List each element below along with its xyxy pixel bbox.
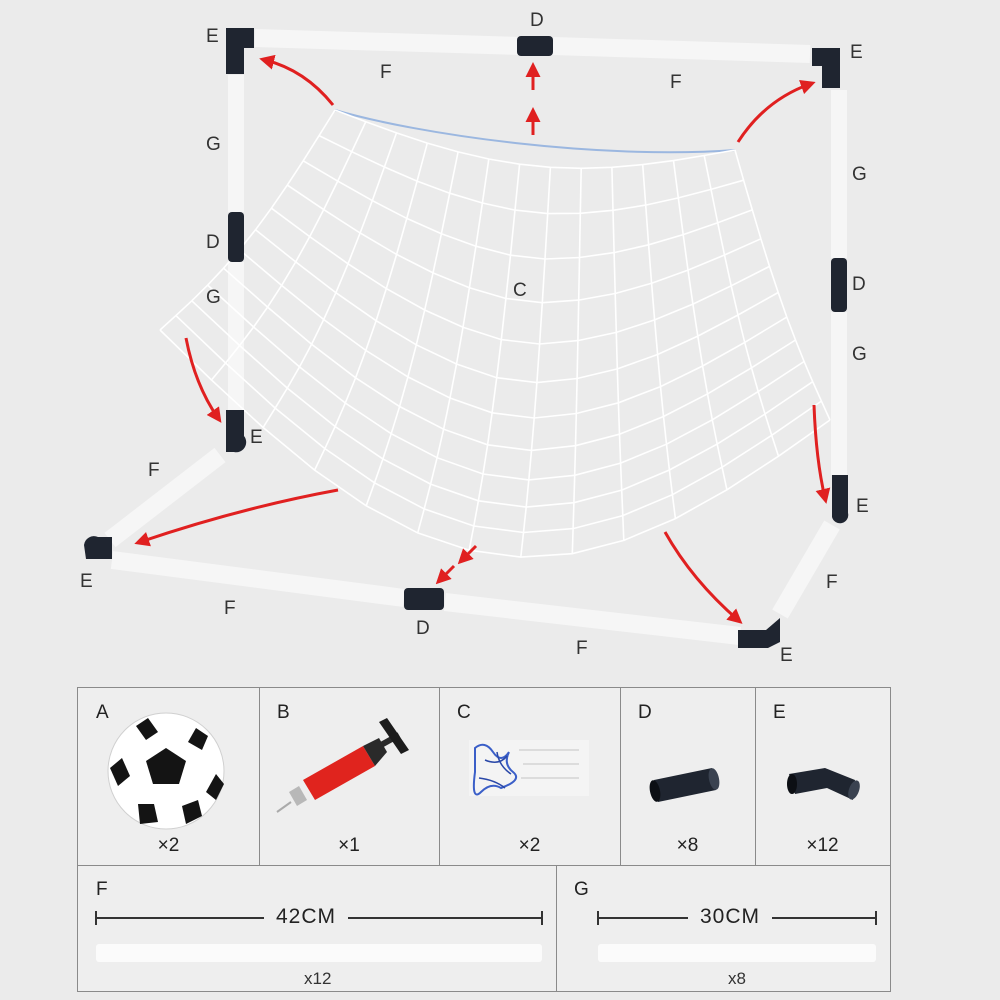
ruler-tick: [597, 911, 599, 925]
svg-text:C: C: [513, 280, 527, 301]
part-qty: ×8: [676, 835, 699, 856]
ruler-tick: [541, 911, 543, 925]
svg-text:D: D: [416, 618, 430, 639]
net-strand: [159, 329, 831, 558]
net-strand: [313, 142, 429, 471]
svg-text:E: E: [850, 42, 863, 63]
net-strand: [318, 134, 744, 215]
pipe-g-image: [598, 944, 876, 962]
net-strand: [703, 155, 780, 457]
net-strand: [334, 109, 736, 170]
divider: [755, 688, 756, 865]
part-g: G 30CM x8: [556, 865, 890, 991]
part-qty: ×2: [157, 835, 180, 856]
assembly-diagram: C D D D D E E E E E E F F F F F F G G G …: [80, 10, 869, 666]
net-strand: [223, 267, 796, 452]
net-strand: [611, 167, 625, 541]
net-strand: [238, 249, 788, 419]
net-strand: [734, 149, 831, 421]
part-qty: ×1: [338, 835, 360, 856]
svg-text:F: F: [224, 598, 236, 619]
part-a: A ×2: [78, 688, 259, 865]
net-strand: [468, 164, 521, 551]
divider: [556, 865, 557, 991]
net-strand: [286, 184, 762, 304]
parts-list: A ×2 B ×1 C: [77, 687, 891, 992]
net-bundle-icon: [469, 740, 589, 796]
svg-text:F: F: [148, 460, 160, 481]
svg-text:E: E: [856, 496, 869, 517]
part-d: D ×8: [620, 688, 755, 865]
part-letter: A: [96, 702, 109, 723]
net-strand: [207, 284, 805, 481]
svg-text:E: E: [250, 427, 263, 448]
part-qty: ×2: [518, 835, 541, 856]
straight-connector-icon: [649, 768, 720, 802]
net-strand: [520, 167, 552, 558]
net-strand: [571, 168, 582, 554]
part-qty: x8: [728, 969, 746, 988]
ruler-tick: [875, 911, 877, 925]
connectors-d: [228, 36, 847, 610]
part-b: B ×1: [259, 688, 439, 865]
length-label: 30CM: [688, 905, 773, 929]
frame-pipes: [104, 29, 847, 645]
part-letter: C: [457, 702, 471, 723]
divider: [439, 688, 440, 865]
net-strand: [270, 207, 770, 345]
part-letter: F: [96, 879, 108, 900]
net-strand: [191, 300, 814, 508]
part-c: C ×2: [439, 688, 620, 865]
goal-net: [159, 109, 831, 558]
assembly-arrows: [134, 54, 831, 624]
svg-text:D: D: [530, 10, 544, 31]
net-strand: [302, 160, 753, 260]
elbow-connector-icon: [787, 768, 860, 800]
svg-text:G: G: [206, 287, 221, 308]
length-label: 42CM: [264, 905, 349, 929]
diagram-labels: C D D D D E E E E E E F F F F F F G G G …: [80, 10, 869, 666]
part-qty: x12: [304, 969, 332, 988]
hand-pump-icon: [276, 718, 409, 813]
part-qty: ×12: [806, 835, 839, 856]
net-strand: [641, 164, 677, 519]
svg-text:F: F: [670, 72, 682, 93]
svg-text:E: E: [80, 571, 93, 592]
net-strand: [416, 158, 490, 534]
part-letter: B: [277, 702, 290, 723]
net-strand: [262, 132, 398, 428]
svg-text:G: G: [852, 344, 867, 365]
svg-text:E: E: [206, 26, 219, 47]
net-strand: [365, 151, 459, 507]
part-letter: E: [773, 702, 786, 723]
net-strand: [159, 109, 336, 331]
svg-text:G: G: [206, 134, 221, 155]
soccer-ball-icon: [107, 712, 225, 830]
svg-text:D: D: [206, 232, 220, 253]
net-strand: [210, 121, 367, 381]
divider: [78, 865, 890, 866]
svg-text:G: G: [852, 164, 867, 185]
divider: [620, 688, 621, 865]
svg-text:E: E: [780, 645, 793, 666]
ruler-tick: [95, 911, 97, 925]
svg-text:F: F: [380, 62, 392, 83]
net-strand: [672, 160, 728, 490]
divider: [259, 688, 260, 865]
net-strand: [255, 229, 779, 384]
connectors-e: [84, 28, 849, 648]
part-letter: G: [574, 879, 589, 900]
svg-text:F: F: [826, 572, 838, 593]
pipe-f-image: [96, 944, 542, 962]
part-letter: D: [638, 702, 652, 723]
part-f: F 42CM x12: [78, 865, 556, 991]
part-e: E ×12: [755, 688, 890, 865]
svg-text:D: D: [852, 274, 866, 295]
net-strand: [175, 315, 822, 534]
svg-text:F: F: [576, 638, 588, 659]
